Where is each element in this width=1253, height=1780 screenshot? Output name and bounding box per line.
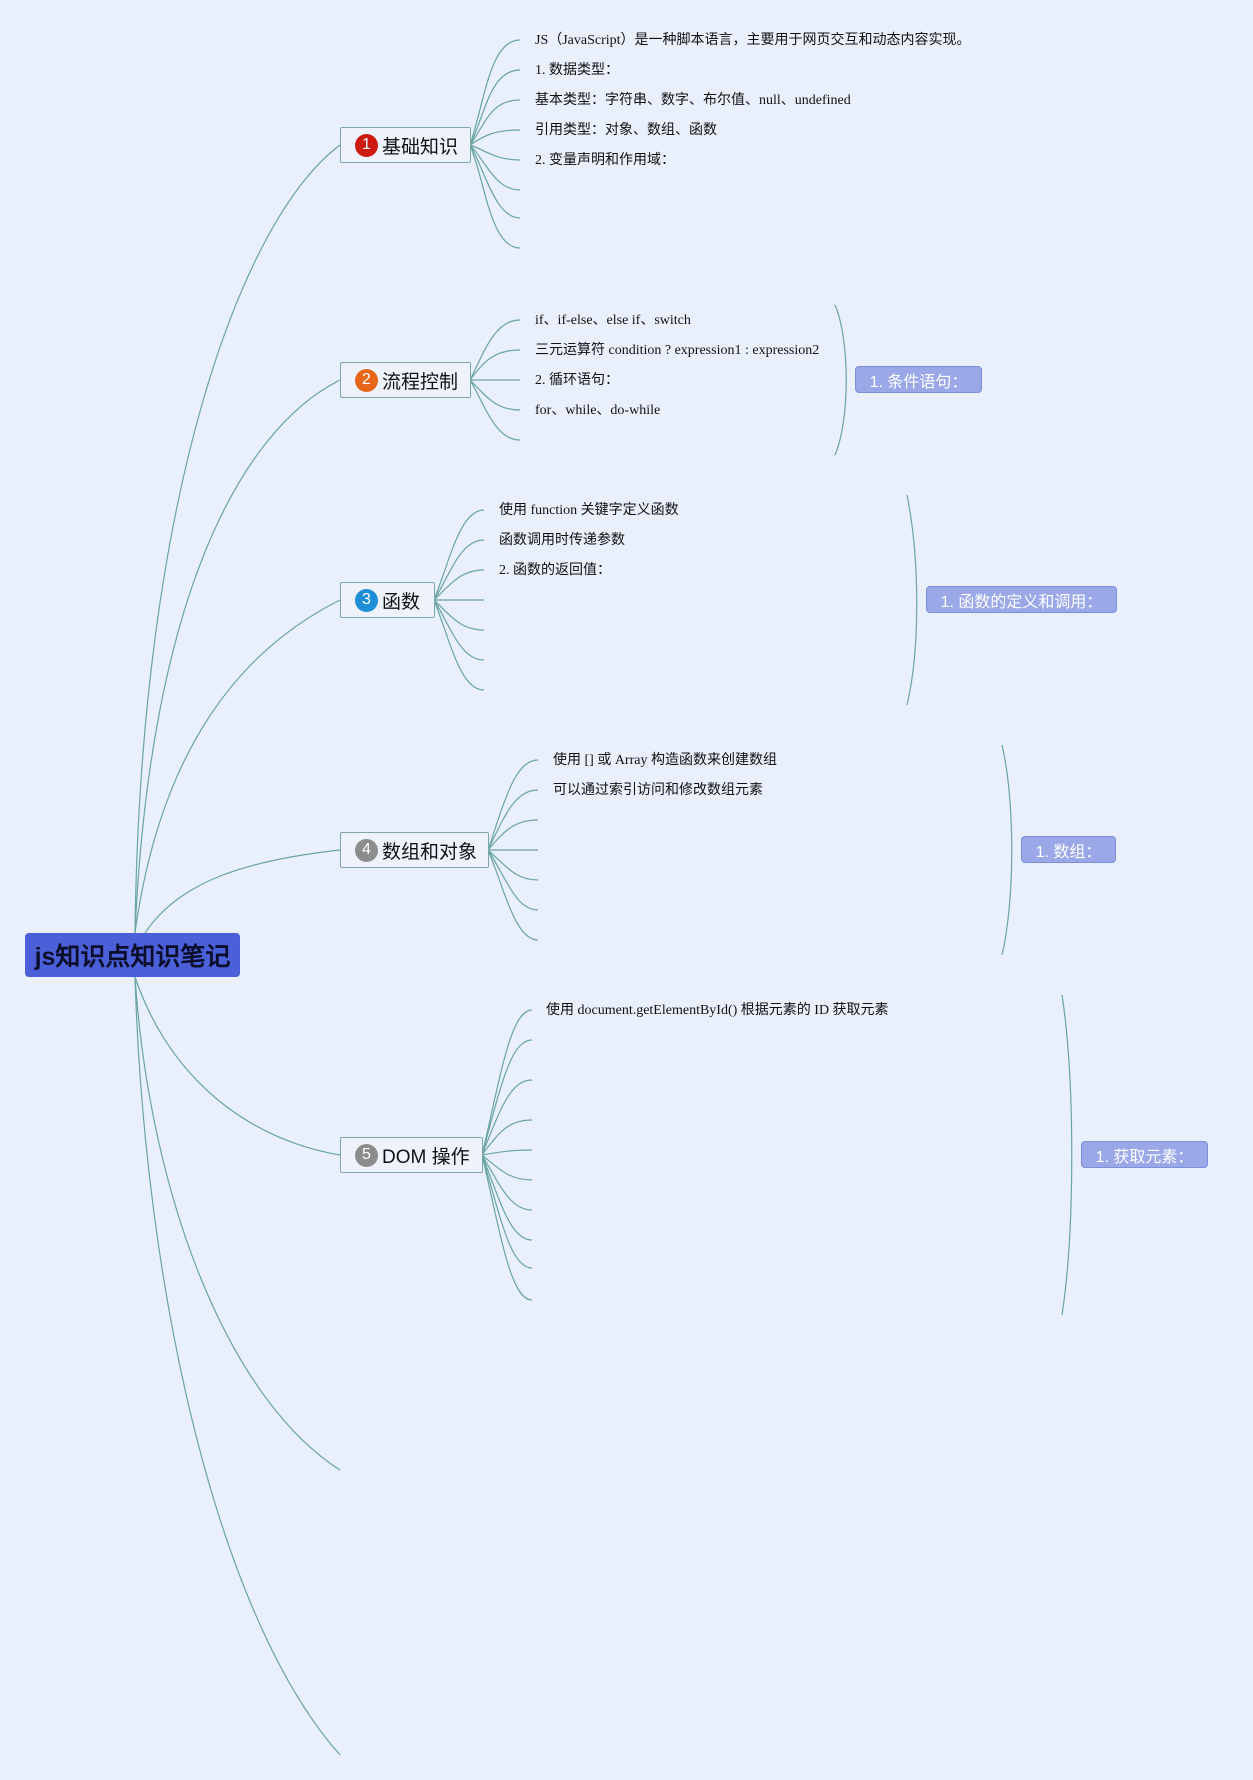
connector-b5-leaf-2 xyxy=(481,1039,533,1156)
connector-b3-leaf-3 xyxy=(433,569,485,601)
connector-b4-leaf-6 xyxy=(487,849,539,911)
connector-b5-leaf-5 xyxy=(481,1149,533,1156)
connector-b3-leaf-2 xyxy=(433,539,485,601)
connector-b5-leaf-1 xyxy=(481,1009,533,1156)
connector-b5-leaf-4 xyxy=(481,1119,533,1156)
branch-3-leaf-1: 使用 function 关键字定义函数 xyxy=(499,503,679,518)
connector-root-branch-5 xyxy=(134,976,341,1156)
branch-2-tag-label: 1. 条件语句： xyxy=(869,373,968,391)
number-1-badge-icon: 1 xyxy=(355,133,378,157)
connector-root-branch-1 xyxy=(134,144,341,934)
number-2-badge-icon: 2 xyxy=(355,368,378,392)
branch-2-leaf-4: for、while、do-while xyxy=(535,403,661,418)
branch-2-leaf-3: 2. 循环语句： xyxy=(535,373,619,388)
branch-4-tag[interactable]: 1. 数组： xyxy=(1021,836,1116,863)
branch-3-node[interactable]: 3 函数 xyxy=(340,582,435,618)
connector-b1-leaf-5 xyxy=(469,144,521,161)
connector-b1-leaf-1 xyxy=(469,39,521,146)
connector-b1-leaf-4 xyxy=(469,129,521,146)
number-3-badge-icon: 3 xyxy=(355,588,378,612)
branch-1-leaf-4: 引用类型：对象、数组、函数 xyxy=(535,123,717,138)
branch-2-node[interactable]: 2 流程控制 xyxy=(340,362,471,398)
connector-b5-leaf-6 xyxy=(481,1154,533,1181)
branch-5-tag[interactable]: 1. 获取元素： xyxy=(1081,1141,1208,1168)
branch-3-leaf-2: 函数调用时传递参数 xyxy=(499,533,625,548)
branch-1-label: 基础知识 xyxy=(382,136,459,158)
connector-root-branch-4 xyxy=(144,849,341,934)
connector-b2-leaf-2 xyxy=(469,349,521,381)
connector-root-empty-6 xyxy=(134,976,341,1471)
branch-5-leaf-1: 使用 document.getElementById() 根据元素的 ID 获取… xyxy=(546,1003,889,1018)
branch-4-label: 数组和对象 xyxy=(382,841,478,863)
connector-root-empty-7 xyxy=(134,976,341,1756)
connector-b5-leaf-3 xyxy=(481,1079,533,1156)
branch-3-leaf-3: 2. 函数的返回值： xyxy=(499,563,611,578)
bracket-b4 xyxy=(1001,744,1013,956)
connector-b4-leaf-2 xyxy=(487,789,539,851)
connector-b2-leaf-1 xyxy=(469,319,521,381)
branch-5-tag-label: 1. 获取元素： xyxy=(1095,1148,1194,1166)
connector-b1-leaf-7 xyxy=(469,144,521,219)
branch-2-leaf-2: 三元运算符 condition ? expression1 : expressi… xyxy=(535,343,820,358)
branch-1-leaf-3: 基本类型：字符串、数字、布尔值、null、undefined xyxy=(535,93,851,108)
connector-root-branch-3 xyxy=(134,599,341,934)
connector-b3-leaf-1 xyxy=(433,509,485,601)
connector-b2-leaf-4 xyxy=(469,379,521,411)
connector-b3-leaf-6 xyxy=(433,599,485,661)
branch-3-tag[interactable]: 1. 函数的定义和调用： xyxy=(926,586,1117,613)
connector-b5-leaf-9 xyxy=(481,1154,533,1269)
connector-root-branch-2 xyxy=(134,379,341,934)
connector-b1-leaf-3 xyxy=(469,99,521,146)
number-5-badge-icon: 5 xyxy=(355,1143,378,1167)
root-node[interactable]: js知识点知识笔记 xyxy=(25,933,240,977)
connector-b4-leaf-3 xyxy=(487,819,539,851)
connector-b1-leaf-6 xyxy=(469,144,521,191)
bracket-b5 xyxy=(1061,994,1073,1316)
branch-4-leaf-1: 使用 [] 或 Array 构造函数来创建数组 xyxy=(553,753,777,768)
connector-b1-leaf-8 xyxy=(469,144,521,249)
branch-1-leaf-5: 2. 变量声明和作用域： xyxy=(535,153,675,168)
bracket-b2 xyxy=(834,304,847,456)
connector-b1-leaf-2 xyxy=(469,69,521,146)
connector-b5-leaf-10 xyxy=(481,1154,533,1301)
branch-2-tag[interactable]: 1. 条件语句： xyxy=(855,366,982,393)
connector-b5-leaf-8 xyxy=(481,1154,533,1241)
number-4-badge-icon: 4 xyxy=(355,838,378,862)
branch-2-leaf-1: if、if-else、else if、switch xyxy=(535,313,691,328)
branch-1-leaf-2: 1. 数据类型： xyxy=(535,63,619,78)
branch-3-label: 函数 xyxy=(382,591,421,613)
branch-5-node[interactable]: 5 DOM 操作 xyxy=(340,1137,483,1173)
connector-b2-leaf-5 xyxy=(469,379,521,441)
connector-b4-leaf-1 xyxy=(487,759,539,851)
connector-b3-leaf-7 xyxy=(433,599,485,691)
branch-2-label: 流程控制 xyxy=(382,371,459,393)
connector-b4-leaf-7 xyxy=(487,849,539,941)
branch-5-label: DOM 操作 xyxy=(382,1146,470,1168)
branch-3-tag-label: 1. 函数的定义和调用： xyxy=(940,593,1103,611)
connector-b4-leaf-5 xyxy=(487,849,539,881)
branch-1-leaf-1: JS（JavaScript）是一种脚本语言，主要用于网页交互和动态内容实现。 xyxy=(535,33,971,48)
bracket-b3 xyxy=(906,494,918,706)
connector-b5-leaf-7 xyxy=(481,1154,533,1211)
branch-4-tag-label: 1. 数组： xyxy=(1035,843,1102,861)
branch-4-leaf-2: 可以通过索引访问和修改数组元素 xyxy=(553,783,763,798)
root-title: js知识点知识笔记 xyxy=(34,943,231,971)
connector-b3-leaf-5 xyxy=(433,599,485,631)
branch-4-node[interactable]: 4 数组和对象 xyxy=(340,832,489,868)
branch-1-node[interactable]: 1 基础知识 xyxy=(340,127,471,163)
